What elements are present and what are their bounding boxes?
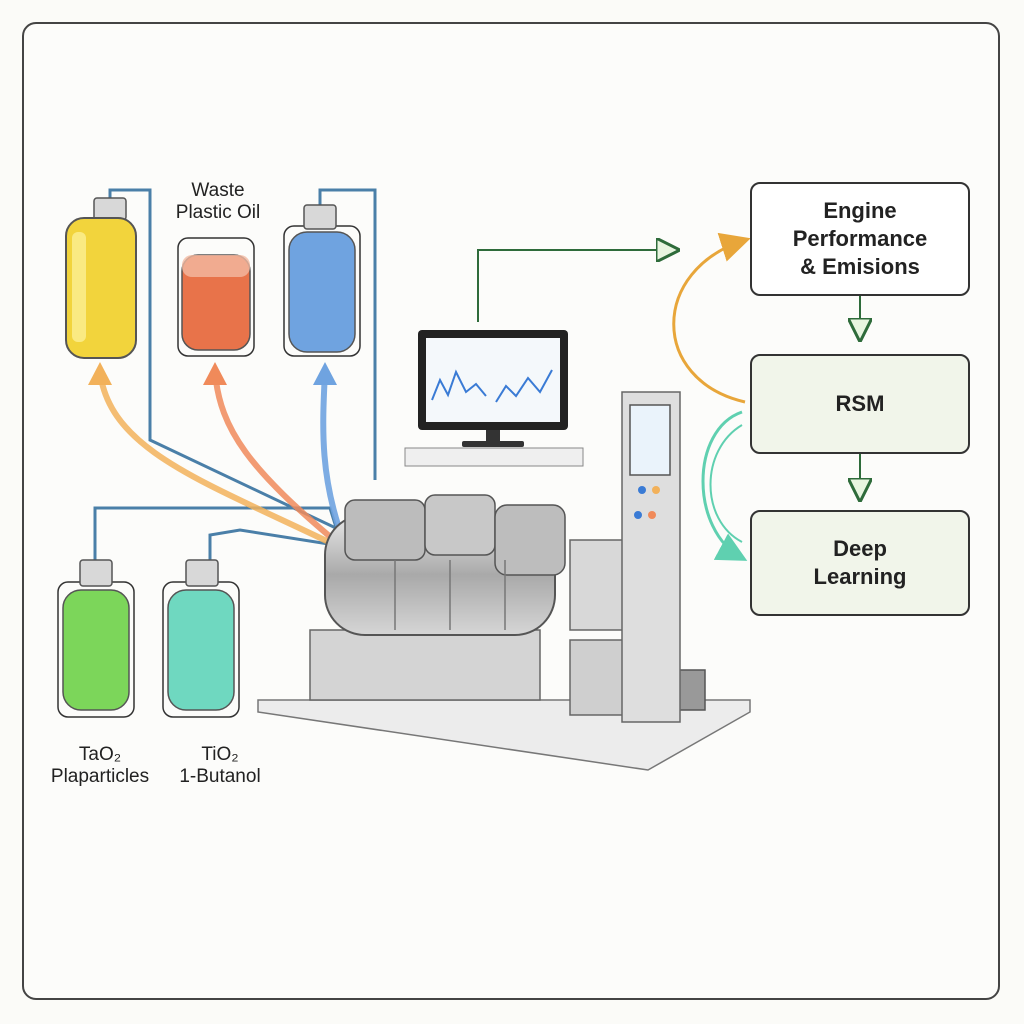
monitor (404, 330, 584, 467)
teal-feedback-arrow-inner (709, 424, 743, 543)
waste-plastic-oil-label: Waste Plastic Oil (168, 180, 268, 224)
engine-performance-box: Engine Performance & Emisions (750, 182, 970, 296)
deep-box-line1: Deep (833, 536, 887, 561)
deep-learning-box: Deep Learning (750, 510, 970, 616)
orange-bottle (177, 237, 255, 357)
tio2-label: TiO₂ 1-Butanol (165, 744, 275, 788)
tio2-label-line2: 1-Butanol (179, 766, 261, 787)
tio2-label-line1: TiO₂ (201, 744, 239, 765)
orange-feedback-arrow (672, 232, 751, 404)
blue-bottle (283, 204, 361, 357)
tao2-label-line1: TaO₂ (78, 744, 122, 765)
return-arrowheads (88, 362, 337, 385)
waste-label-line2: Plastic Oil (175, 202, 261, 223)
waste-label-line1: Waste (191, 180, 245, 201)
engine-box-line3: & Emisions (800, 254, 920, 279)
tao2-label: TaO₂ Plaparticles (40, 744, 160, 788)
tao2-label-line2: Plaparticles (50, 766, 150, 787)
teal-bottle (162, 559, 240, 718)
teal-feedback-arrow (701, 410, 748, 561)
engine-box-line1: Engine (823, 198, 897, 223)
feed-lines (93, 188, 377, 560)
green-bottle (57, 559, 135, 718)
return-arrows (97, 371, 348, 548)
engine-box-line2: Performance (792, 226, 928, 251)
engine-rig (257, 391, 751, 771)
monitor-flow-line (477, 250, 676, 322)
yellow-bottle (65, 197, 137, 359)
rsm-box: RSM (750, 354, 970, 454)
deep-box-line2: Learning (813, 564, 907, 589)
rsm-box-label: RSM (835, 391, 885, 416)
